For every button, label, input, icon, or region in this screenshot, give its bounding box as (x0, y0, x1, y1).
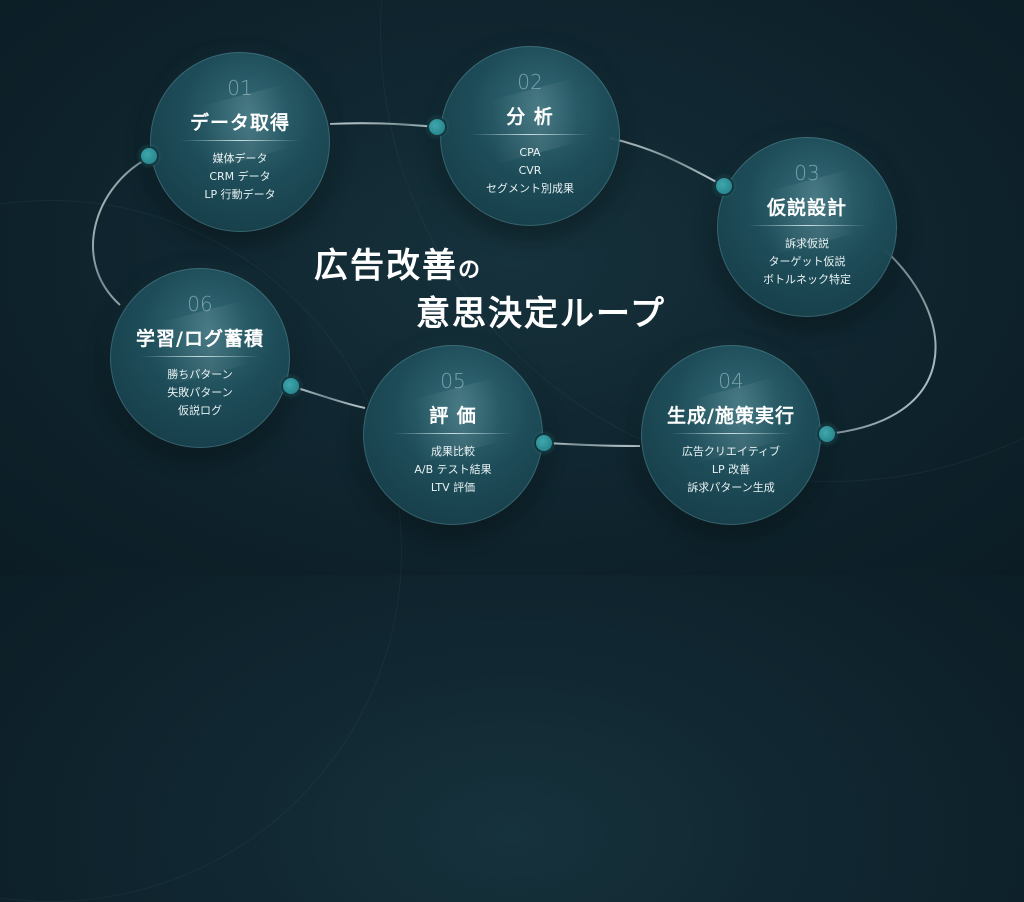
step-item: 広告クリエイティブ (681, 445, 781, 458)
step-item: 仮説ログ (178, 404, 222, 417)
step-node-06[interactable]: 06 学習/ログ蓄積 勝ちパターン 失敗パターン 仮説ログ (110, 268, 290, 448)
step-item: CRM データ (209, 170, 271, 183)
divider (671, 433, 791, 434)
step-item: 成果比較 (431, 445, 475, 458)
step-node-04[interactable]: 04 生成/施策実行 広告クリエイティブ LP 改善 訴求パターン生成 (641, 345, 821, 525)
step-items: 広告クリエイティブ LP 改善 訴求パターン生成 (641, 443, 821, 497)
title-particle: の (458, 258, 483, 283)
step-item: ボトルネック特定 (763, 273, 851, 286)
divider (470, 134, 590, 135)
step-node-02[interactable]: 02 分 析 CPA CVR セグメント別成果 (440, 46, 620, 226)
step-item: ターゲット仮説 (768, 255, 846, 268)
step-item: LP 改善 (711, 463, 751, 476)
step-number: 05 (440, 369, 466, 393)
step-item: 勝ちパターン (167, 368, 233, 381)
connector-dot (716, 178, 732, 194)
step-item: LP 行動データ (204, 188, 276, 201)
title-line-2: 意思決定ループ (416, 294, 666, 334)
step-item: 失敗パターン (167, 386, 233, 399)
connector-dot (819, 426, 835, 442)
step-items: 訴求仮説 ターゲット仮説 ボトルネック特定 (717, 235, 897, 289)
step-number: 04 (718, 369, 744, 393)
divider (140, 356, 260, 357)
step-number: 03 (794, 161, 820, 185)
step-number: 06 (187, 292, 213, 316)
step-item: 訴求仮説 (785, 237, 829, 250)
step-item: セグメント別成果 (486, 182, 574, 195)
step-item: 媒体データ (212, 152, 268, 165)
step-title: 学習/ログ蓄積 (136, 328, 264, 350)
step-title: データ取得 (189, 112, 290, 134)
loop-path (92, 122, 937, 447)
step-node-01[interactable]: 01 データ取得 媒体データ CRM データ LP 行動データ (150, 52, 330, 232)
connector-dot (536, 435, 552, 451)
divider (747, 225, 867, 226)
step-title: 仮説設計 (766, 197, 847, 219)
connector-dot (283, 378, 299, 394)
step-items: 勝ちパターン 失敗パターン 仮説ログ (110, 366, 290, 420)
step-items: 媒体データ CRM データ LP 行動データ (150, 150, 330, 204)
step-item: LTV 評価 (430, 481, 476, 494)
step-node-03[interactable]: 03 仮説設計 訴求仮説 ターゲット仮説 ボトルネック特定 (717, 137, 897, 317)
step-items: 成果比較 A/B テスト結果 LTV 評価 (363, 443, 543, 497)
step-title: 分 析 (506, 106, 554, 128)
step-title: 生成/施策実行 (667, 405, 795, 427)
connector-dot (429, 119, 445, 135)
title-line-1: 広告改善の (314, 238, 482, 287)
step-item: A/B テスト結果 (414, 463, 492, 476)
step-title: 評 価 (429, 405, 477, 427)
step-number: 02 (517, 70, 543, 94)
step-node-05[interactable]: 05 評 価 成果比較 A/B テスト結果 LTV 評価 (363, 345, 543, 525)
step-number: 01 (227, 76, 253, 100)
connector-dot (141, 148, 157, 164)
divider (180, 140, 300, 141)
step-items: CPA CVR セグメント別成果 (440, 144, 620, 198)
step-item: 訴求パターン生成 (687, 481, 775, 494)
step-item: CVR (518, 164, 542, 177)
divider (393, 433, 513, 434)
step-item: CPA (519, 146, 541, 159)
title-main: 広告改善 (314, 246, 458, 286)
